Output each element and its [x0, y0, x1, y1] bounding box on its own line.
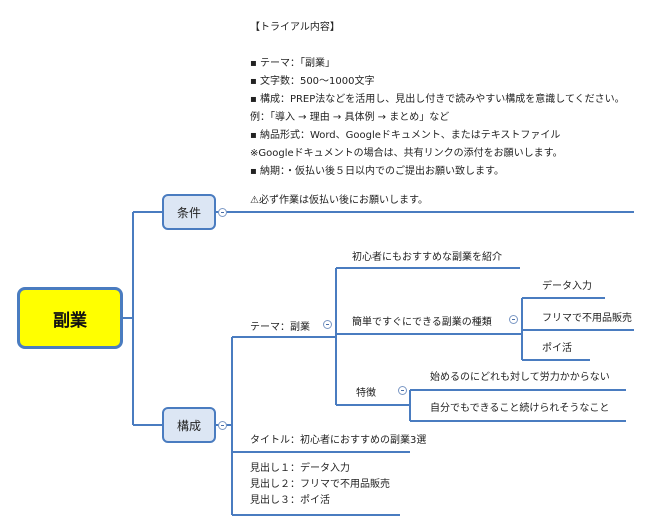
features-collapse-icon[interactable] — [398, 386, 407, 395]
type-item-poikatsu[interactable]: ポイ活 — [542, 343, 572, 354]
feature-item-low-effort[interactable]: 始めるのにどれも対して労力かからない — [430, 372, 610, 383]
note-line: ▪ 文字数：500〜1000文字 — [250, 76, 375, 87]
type-item-data-entry[interactable]: データ入力 — [542, 281, 592, 292]
condition-node[interactable]: 条件 — [162, 194, 216, 230]
title-node[interactable]: タイトル：初心者におすすめの副業3選 — [250, 435, 427, 446]
type-item-flea-market[interactable]: フリマで不用品販売 — [542, 313, 632, 324]
theme-node[interactable]: テーマ：副業 — [250, 322, 310, 333]
note-line: ※Googleドキュメントの場合は、共有リンクの添付をお願いします。 — [250, 148, 563, 159]
note-line: 例：「導入 → 理由 → 具体例 → まとめ」など — [250, 112, 450, 123]
types-collapse-icon[interactable] — [509, 315, 518, 324]
structure-label: 構成 — [176, 418, 201, 433]
root-label: 副業 — [53, 310, 87, 331]
root-node[interactable]: 副業 — [17, 287, 123, 349]
note-line: ▪ 構成：PREP法などを活用し、見出し付きで読みやすい構成を意識してください。 — [250, 94, 625, 105]
features-node[interactable]: 特徴 — [356, 388, 376, 399]
heading-line: 見出し２：フリマで不用品販売 — [250, 479, 390, 490]
note-line: ⚠必ず作業は仮払い後にお願いします。 — [250, 195, 428, 206]
heading-line: 見出し１：データ入力 — [250, 463, 350, 474]
note-line: ▪ テーマ：「副業」 — [250, 58, 335, 69]
intro-node[interactable]: 初心者にもおすすめな副業を紹介 — [352, 252, 502, 263]
condition-collapse-icon[interactable] — [218, 208, 227, 217]
feature-item-sustainable[interactable]: 自分でもできること続けられそうなこと — [430, 403, 610, 414]
note-line: 【トライアル内容】 — [250, 22, 340, 33]
types-node[interactable]: 簡単ですぐにできる副業の種類 — [352, 317, 492, 328]
heading-line: 見出し３：ポイ活 — [250, 495, 330, 506]
structure-collapse-icon[interactable] — [218, 421, 227, 430]
note-line: ▪ 納品形式：Word、Googleドキュメント、またはテキストファイル — [250, 130, 561, 141]
condition-label: 条件 — [176, 205, 201, 220]
theme-collapse-icon[interactable] — [323, 320, 332, 329]
note-line: ▪ 納期：・仮払い後５日以内でのご提出お願い致します。 — [250, 166, 504, 177]
structure-node[interactable]: 構成 — [162, 407, 216, 443]
